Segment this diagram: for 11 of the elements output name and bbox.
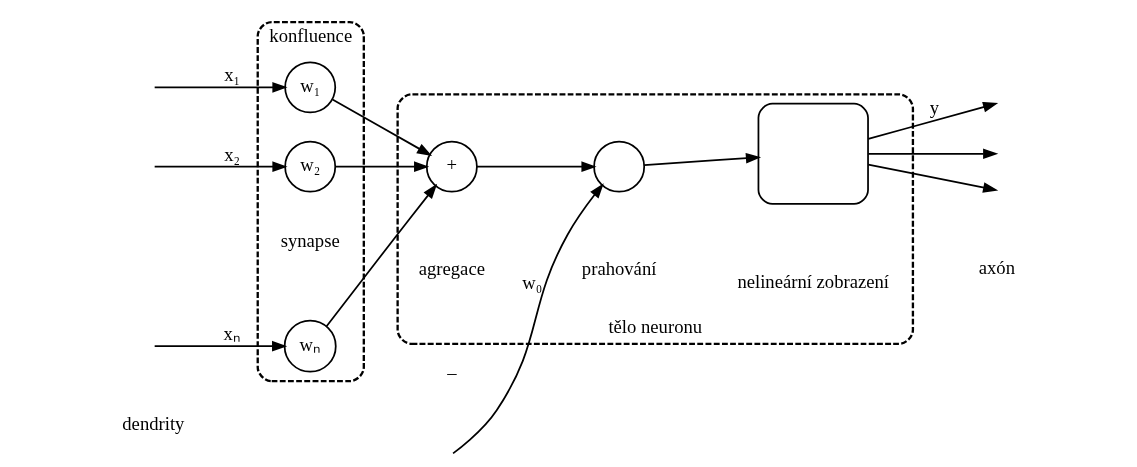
- edge-label: x₁: [223, 64, 240, 86]
- edge-label: x₂: [223, 143, 240, 165]
- node-label: prahování: [581, 257, 656, 279]
- edge-label: y: [929, 96, 939, 118]
- label: dendrity: [121, 412, 184, 434]
- label: axón: [978, 256, 1015, 278]
- node-label: agregace: [418, 257, 485, 279]
- edge-label: xₙ: [222, 323, 241, 345]
- node-label: nelineární zobrazení: [736, 270, 889, 292]
- label: –: [446, 361, 456, 383]
- edge-label: w₀: [521, 271, 542, 293]
